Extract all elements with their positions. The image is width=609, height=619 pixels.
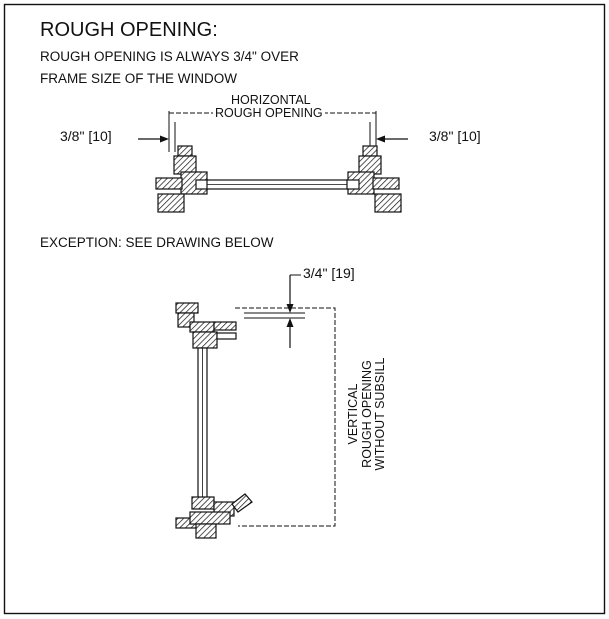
horizontal-label-line-2: ROUGH OPENING (213, 106, 325, 120)
vertical-label-line-1: VERTICAL (345, 383, 360, 445)
drawing-border (3, 3, 606, 615)
page-title: ROUGH OPENING: (40, 19, 218, 41)
vertical-section (175, 274, 336, 539)
description-line-2: FRAME SIZE OF THE WINDOW (40, 71, 237, 86)
head-section (175, 302, 237, 349)
horizontal-section (138, 111, 408, 213)
vertical-label-line-2: ROUGH OPENING (359, 360, 374, 468)
right-jamb-section (346, 145, 402, 213)
exception-note: EXCEPTION: SEE DRAWING BELOW (40, 235, 274, 250)
left-jamb-section (155, 145, 209, 213)
vertical-label-line-3: WITHOUT SUBSILL (372, 357, 387, 471)
horizontal-label-line-1: HORIZONTAL (229, 93, 313, 107)
top-clearance-label: 3/4" [19] (303, 265, 355, 281)
left-clearance-label: 3/8" [10] (60, 128, 112, 144)
description-line-1: ROUGH OPENING IS ALWAYS 3/4" OVER (40, 49, 299, 64)
vertical-dimension-line (235, 307, 336, 527)
right-clearance-label: 3/8" [10] (429, 128, 481, 144)
sill-section (175, 493, 253, 539)
